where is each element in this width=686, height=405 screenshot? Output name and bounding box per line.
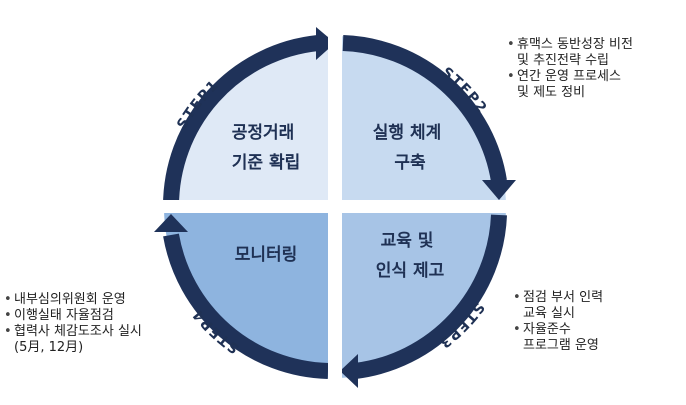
step2-notes: 휴맥스 동반성장 비전 및 추진전략 수립 연간 운영 프로세스 및 제도 정비 [507,37,633,101]
note-item: 자율준수 프로그램 운영 [513,322,603,354]
quadrant-q3-text: 교육 및 인식 제고 [376,231,445,281]
quadrant-q4-text: 모니터링 [235,245,298,265]
step2-arrow [342,35,516,200]
note-item: 연간 운영 프로세스 및 제도 정비 [507,69,633,101]
quadrant-q1 [164,36,335,207]
separator-horizontal [150,200,522,213]
step4-notes: 내부심의위원회 운영 이행실태 자율점검 협력사 체감도조사 실시 (5月, 1… [4,292,142,356]
quadrant-q1-text: 공정거래 기준 확립 [232,123,300,173]
quadrant-q2 [335,36,506,207]
note-item: 휴맥스 동반성장 비전 및 추진전략 수립 [507,37,633,69]
quadrant-q4 [164,207,335,378]
step1-arrow [163,27,335,207]
step4-arrow [154,214,329,379]
step3-arrow [340,214,507,388]
quadrant-q3 [335,207,506,378]
step3-notes: 점검 부서 인력 교육 실시 자율준수 프로그램 운영 [513,290,603,354]
quadrant-q2-text: 실행 체계 구축 [373,123,447,173]
note-item: 협력사 체감도조사 실시 (5月, 12月) [4,324,142,356]
note-item: 이행실태 자율점검 [4,308,142,324]
note-item: 점검 부서 인력 교육 실시 [513,290,603,322]
note-item: 내부심의위원회 운영 [4,292,142,308]
